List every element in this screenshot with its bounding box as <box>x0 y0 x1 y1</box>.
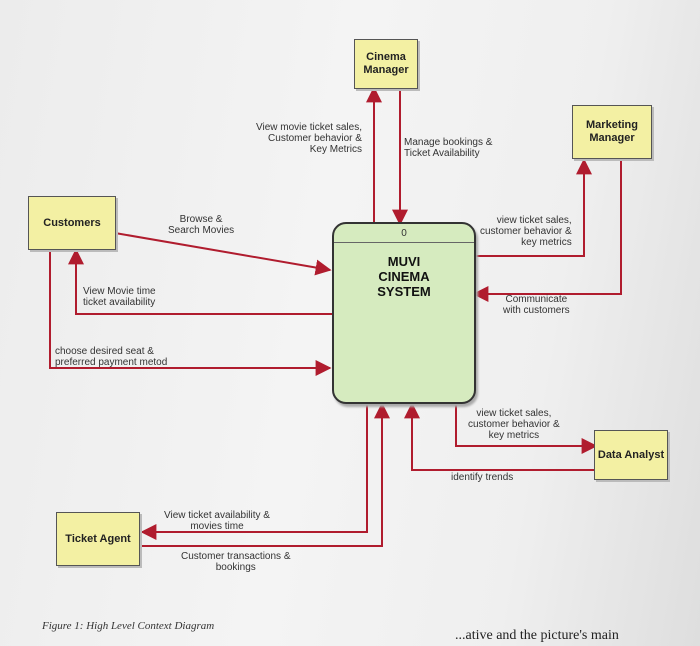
flow-view-sales-marketing <box>473 158 592 257</box>
entity-ticket-agent-label: Ticket Agent <box>65 532 131 545</box>
label-manage-bookings: Manage bookings & Ticket Availability <box>404 137 493 159</box>
entity-customers-label: Customers <box>43 216 101 229</box>
flow-browse <box>114 232 332 276</box>
label-view-sales-analyst: view ticket sales, customer behavior & k… <box>468 408 560 441</box>
entity-data-analyst-label: Data Analyst <box>597 448 665 461</box>
entity-customers: Customers <box>28 196 116 250</box>
cropped-text: ...ative and the picture's main <box>455 628 619 643</box>
flow-communicate <box>472 157 622 302</box>
entity-data-analyst: Data Analyst <box>594 430 668 480</box>
entity-ticket-agent: Ticket Agent <box>56 512 140 566</box>
entity-marketing-manager-label: Marketing Manager <box>586 119 638 144</box>
entity-marketing-manager: Marketing Manager <box>572 105 652 159</box>
process-muvi-cinema-system: 0 MUVI CINEMA SYSTEM <box>332 222 476 404</box>
label-browse: Browse & Search Movies <box>168 214 235 236</box>
process-id: 0 <box>401 228 407 239</box>
flow-choose-seat <box>49 250 332 376</box>
flow-view-ticket-availability <box>140 402 368 540</box>
label-communicate: Communicate with customers <box>503 294 570 316</box>
label-choose-seat: choose desired seat & preferred payment … <box>55 346 168 368</box>
label-view-movie-time: View Movie time ticket availability <box>83 286 156 308</box>
flow-identify-trends <box>404 402 598 471</box>
flow-view-sales-analyst <box>455 400 598 454</box>
label-identify-trends: identify trends <box>451 472 514 483</box>
label-view-ticket-availability: View ticket availability & movies time <box>164 510 270 532</box>
process-divider <box>334 242 474 243</box>
flow-view-movie-time <box>68 248 332 315</box>
entity-cinema-manager-label: Cinema Manager <box>363 51 409 76</box>
figure-caption: Figure 1: High Level Context Diagram <box>42 620 215 632</box>
label-view-sales-cinema: View movie ticket sales, Customer behavi… <box>256 122 362 155</box>
label-view-sales-marketing: view ticket sales, customer behavior & k… <box>480 215 572 248</box>
process-name: MUVI CINEMA SYSTEM <box>377 254 431 299</box>
flow-customer-transactions <box>140 402 390 547</box>
entity-cinema-manager: Cinema Manager <box>354 39 418 89</box>
label-customer-transactions: Customer transactions & bookings <box>181 551 291 573</box>
